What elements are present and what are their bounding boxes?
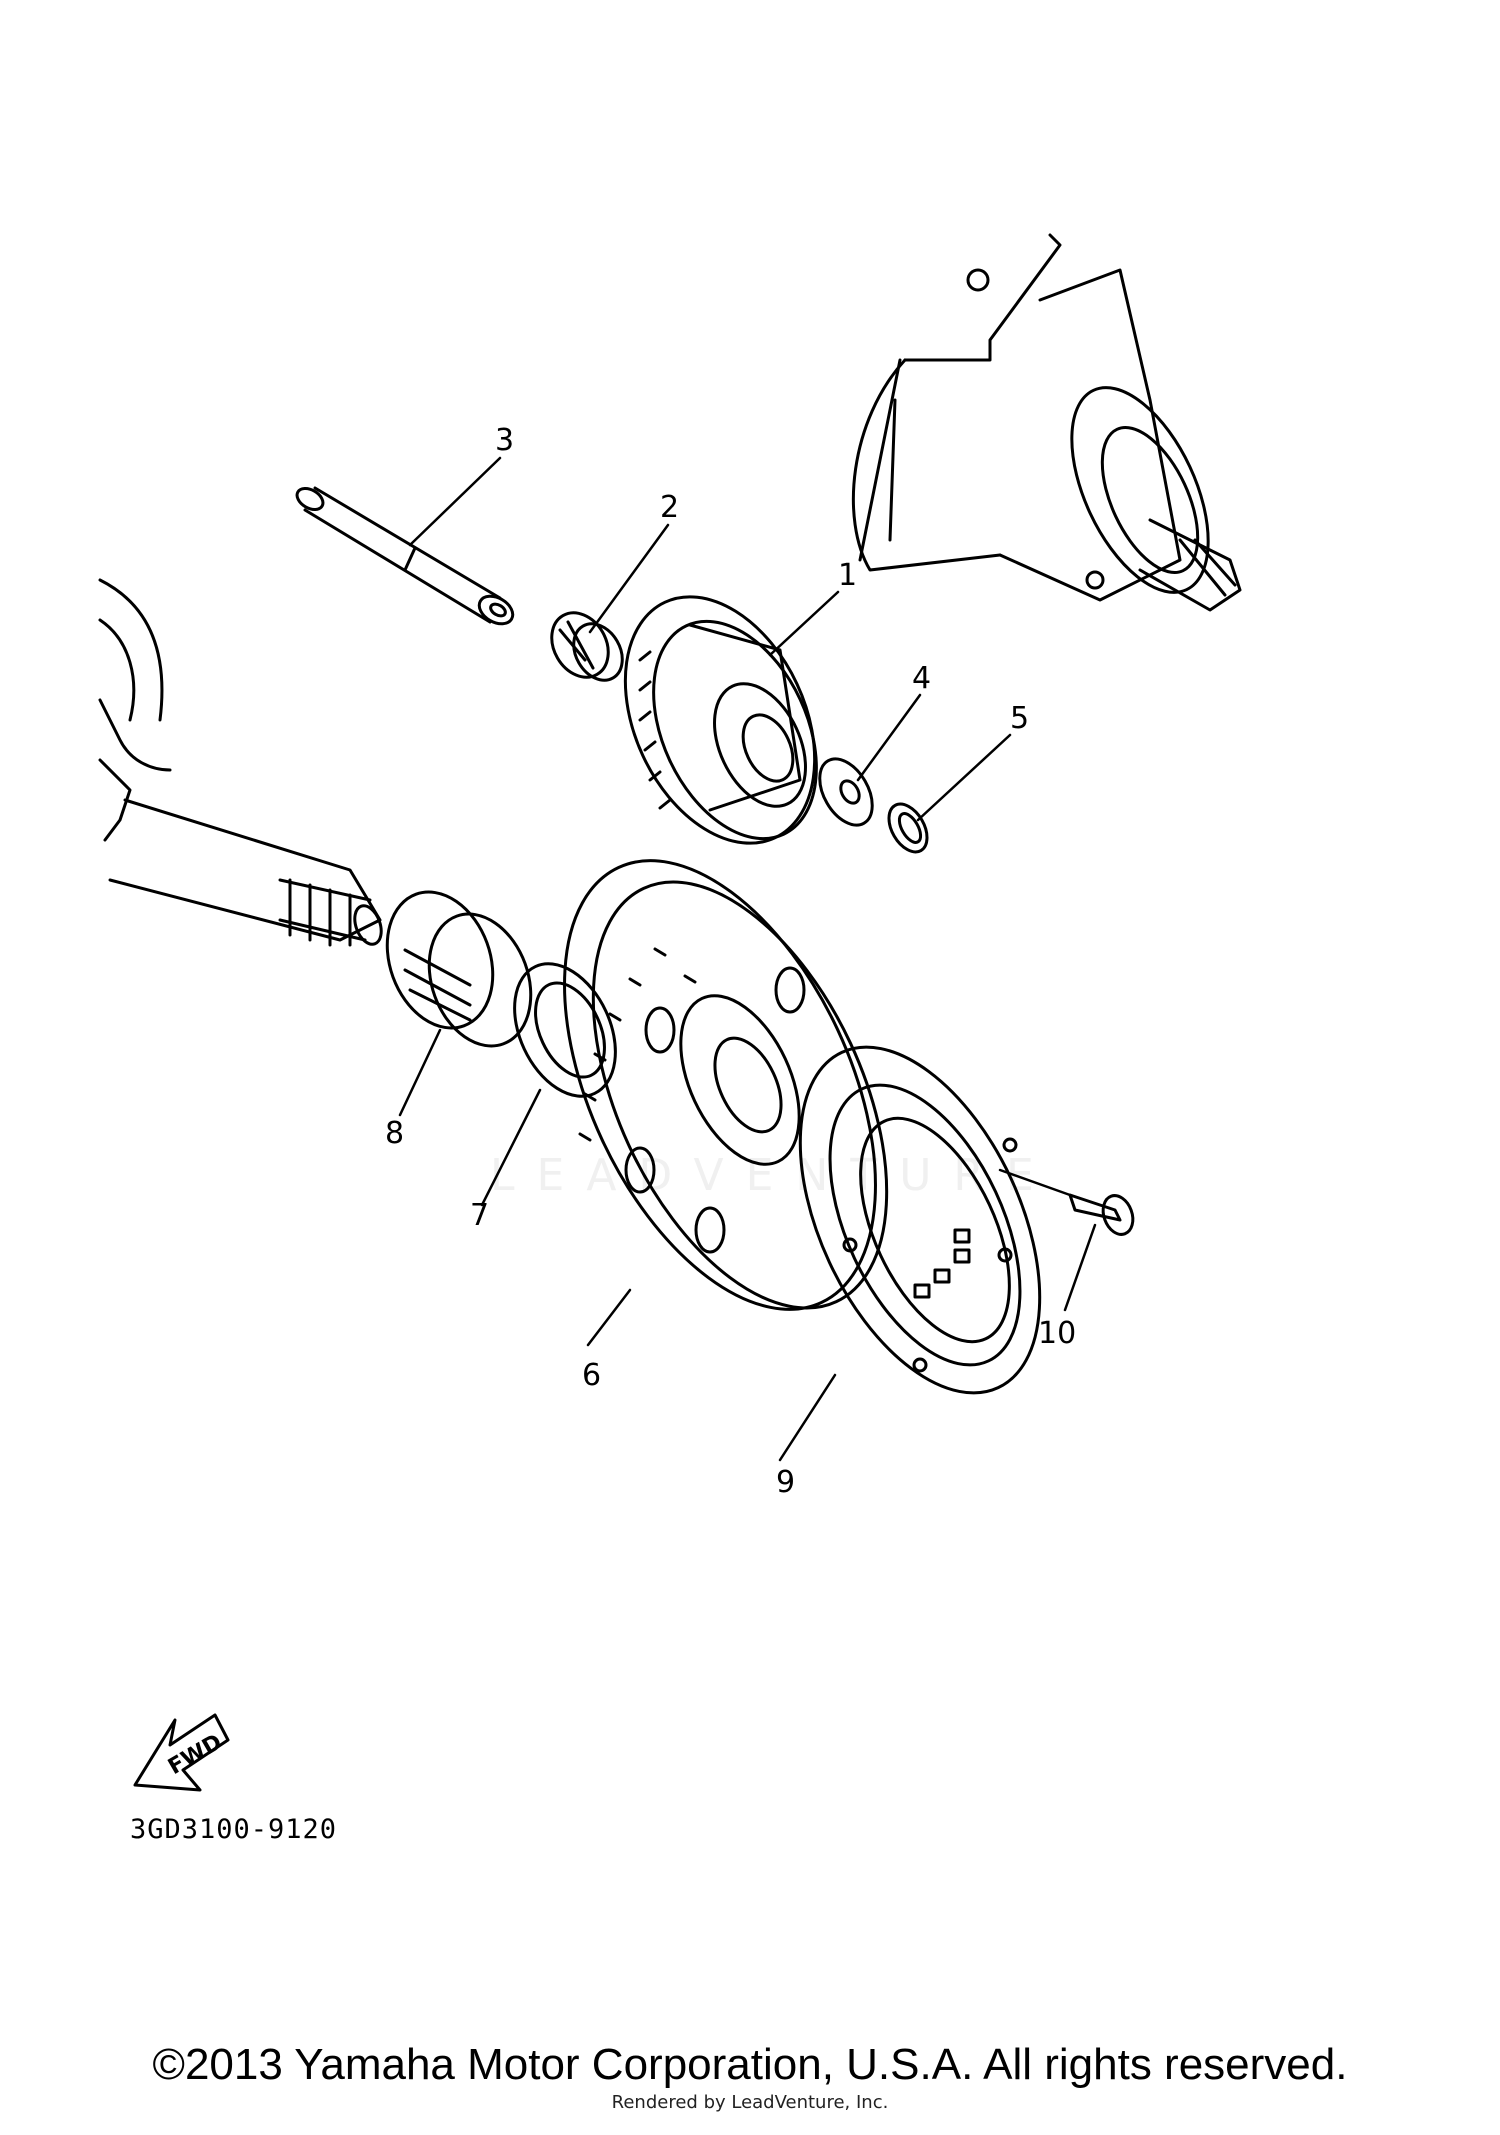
- thrust-washer: [513, 962, 617, 1098]
- washer: [818, 757, 874, 827]
- watermark: LEADVENTURE: [490, 1150, 1056, 1201]
- callout-8: 8: [385, 1116, 404, 1151]
- callout-10: 10: [1038, 1316, 1076, 1351]
- copyright: ©2013 Yamaha Motor Corporation, U.S.A. A…: [152, 2040, 1348, 2089]
- callout-5: 5: [1010, 701, 1029, 736]
- part-code: 3GD3100-9120: [130, 1814, 337, 1845]
- callout-6: 6: [582, 1358, 601, 1393]
- needle-bearing-large: [385, 890, 533, 1048]
- starter-motor: [851, 233, 1242, 612]
- starter-wheel-gear: [563, 859, 889, 1311]
- circlip: [887, 802, 929, 854]
- callout-1: 1: [838, 558, 857, 593]
- callout-3: 3: [495, 423, 514, 458]
- rendered-by: Rendered by LeadVenture, Inc.: [611, 2092, 889, 2113]
- fwd-label: FWD: [164, 1730, 226, 1780]
- callout-2: 2: [660, 490, 679, 525]
- crankshaft: [98, 578, 383, 947]
- callout-4: 4: [912, 661, 931, 696]
- callout-9: 9: [776, 1465, 795, 1500]
- callout-7: 7: [470, 1198, 489, 1233]
- needle-bearing-small: [550, 611, 624, 682]
- leader-lines: [398, 456, 1097, 1462]
- fwd-arrow-icon: FWD: [133, 1713, 230, 1792]
- idler-gear: [623, 595, 818, 845]
- bolt: [1068, 1193, 1135, 1236]
- shaft: [295, 486, 515, 626]
- one-way-clutch: [798, 1045, 1042, 1395]
